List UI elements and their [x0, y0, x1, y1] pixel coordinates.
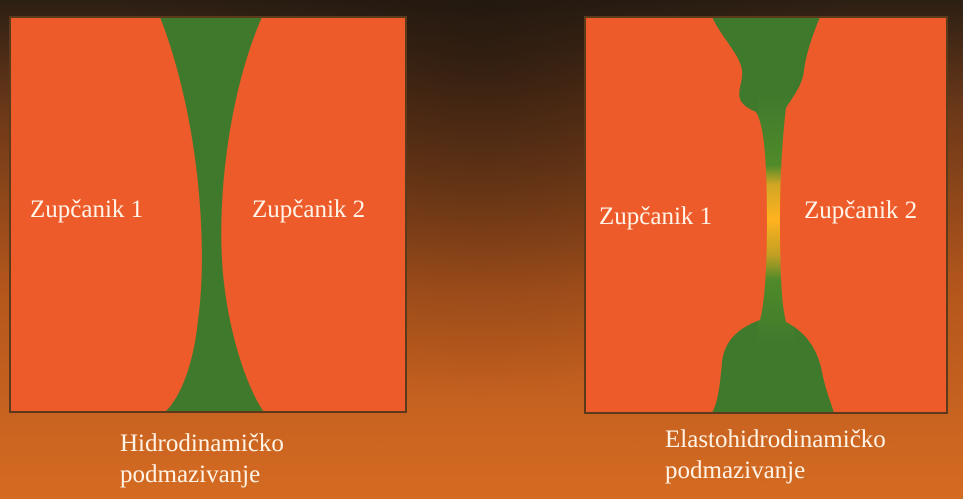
gear-1-body	[10, 17, 202, 412]
caption-hydrodynamic: Hidrodinamičko podmazivanje	[120, 428, 284, 490]
panel-2-gear-1-label: Zupčanik 1	[599, 203, 713, 230]
panel-1-gear-2-label: Zupčanik 2	[252, 196, 366, 223]
panel-1-gear-1-label: Zupčanik 1	[30, 196, 144, 223]
panel-2-gear-2-label: Zupčanik 2	[804, 197, 918, 224]
caption-elastohydrodynamic-line2: podmazivanje	[665, 457, 806, 484]
gear-2-body	[221, 17, 406, 412]
caption-elastohydrodynamic: Elastohidrodinamičko podmazivanje	[665, 424, 886, 486]
panel-hydrodynamic	[9, 16, 407, 413]
gear-2-body-ehd	[780, 17, 947, 413]
panel-hydrodynamic-border	[9, 16, 407, 413]
caption-hydrodynamic-line2: podmazivanje	[120, 461, 261, 488]
panel-elastohydrodynamic	[584, 16, 948, 414]
caption-elastohydrodynamic-line1: Elastohidrodinamičko	[665, 426, 886, 453]
caption-hydrodynamic-line1: Hidrodinamičko	[120, 430, 284, 457]
gear-1-body-ehd	[585, 17, 767, 413]
panel-ehd-border	[584, 16, 948, 414]
